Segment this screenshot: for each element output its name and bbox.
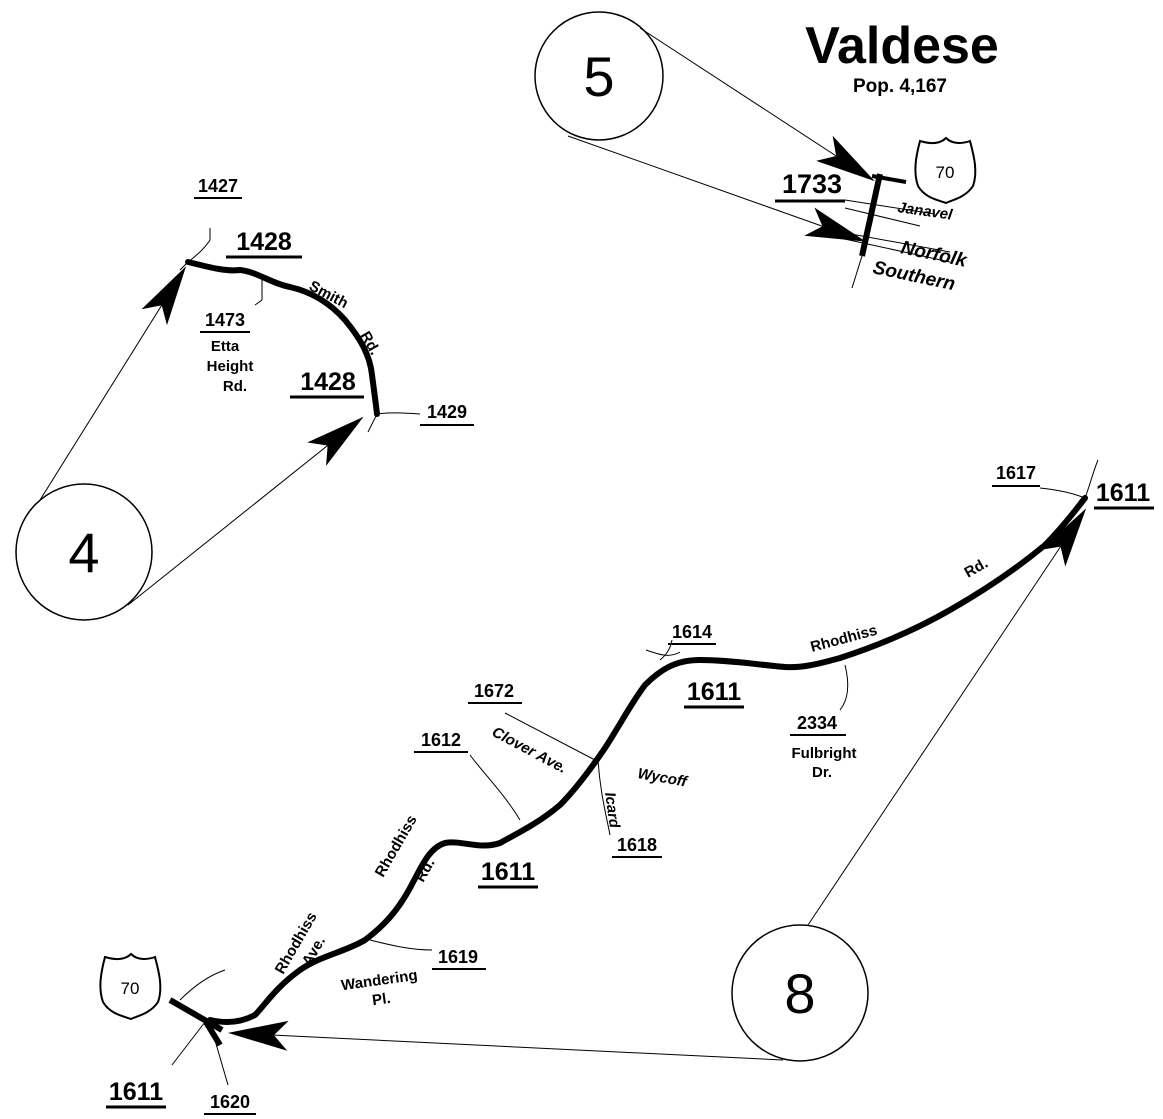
janavel-road [844,199,936,215]
etta-label-line1: Etta [211,338,240,355]
janavel-road-2 [844,207,921,227]
road-1473-connector [254,278,263,306]
map-8-group: 8 1617 1611 Rd. Rhodhiss 1614 1611 2334 … [99,459,1154,1115]
arrow-5-lower [567,135,866,242]
circle-4 [15,483,153,621]
railroad-line-1 [839,231,951,253]
smith-rd-end-south [367,413,378,433]
smith-rd-end-west [179,261,189,271]
road-1427-connector [187,228,211,263]
map-4-group: 4 1427 1428 1428 1429 1473 Etta Height R… [15,176,474,621]
route-1672-label: 1672 [474,681,514,701]
icard-label: Icard [601,791,623,830]
route-1733-label: 1733 [782,169,842,199]
road-1617-north [1084,459,1099,499]
road-local-sw [179,969,226,1001]
route-1620-label: 1620 [210,1092,250,1112]
road-2334-connector [839,664,849,711]
road-1733-tail [851,255,863,289]
route-1619-label: 1619 [438,947,478,967]
route-1612-label: 1612 [421,730,461,750]
road-1733-segment [859,173,883,257]
rhodhiss-ne-rd-label: Rd. [962,555,991,582]
route-1611-center-label: 1611 [481,858,535,886]
road-1614-connector [659,639,673,661]
smith-rd-road [185,259,380,417]
route-1428-top-label: 1428 [236,228,292,256]
fulbright-label-line1: Fulbright [792,745,857,762]
arrow-5-upper [639,27,875,182]
route-1428-mid-label: 1428 [300,368,356,396]
circle-8 [731,924,869,1062]
arrow-4-upper [39,266,187,501]
route-1617-label: 1617 [996,463,1036,483]
town-population: Pop. 4,167 [853,76,947,97]
us-70-shield-bottom-label: 70 [121,979,140,998]
road-1619-wandering [369,939,433,951]
etta-label-line3: Rd. [223,378,247,395]
etta-label-line2: Height [207,358,254,375]
wycoff-label: Wycoff [636,765,690,791]
route-1429-label: 1429 [427,402,467,422]
road-1611-sw-leader [171,1021,206,1066]
route-1618-label: 1618 [617,835,657,855]
road-1617-connector [1039,487,1086,499]
route-2334-label: 2334 [797,713,837,733]
route-1611-mid-label: 1611 [687,678,741,706]
route-1611-sw-label: 1611 [109,1078,163,1106]
wandering-label-line1: Wandering [340,967,419,995]
railroad-line-2 [839,237,951,263]
circle-4-label: 4 [68,521,99,584]
town-name: Valdese [805,17,999,75]
route-1473-label: 1473 [205,310,245,330]
circle-5 [534,11,664,141]
us-70-shield-top-label: 70 [936,163,955,182]
road-1429-connector [376,412,421,415]
route-1611-ne-label: 1611 [1096,479,1150,507]
fulbright-label-line2: Dr. [812,764,832,781]
rhodhiss-rd-road [207,495,1088,1026]
wandering-label-line2: Pl. [371,990,392,1009]
circle-5-label: 5 [583,45,614,108]
rhodhiss-mid-label: Rhodhiss [372,812,421,880]
road-1620-leader [211,1029,229,1086]
us-70-shield-bottom: 70 [99,952,162,1021]
route-1614-label: 1614 [672,622,712,642]
arrow-8-upper [807,508,1087,926]
clover-ave-label: Clover Ave. [489,724,569,777]
road-70-junction [871,174,907,184]
arrow-4-lower [127,416,364,606]
road-1618-icard [597,759,611,836]
circle-8-label: 8 [784,962,815,1025]
us-70-shield-top: 70 [914,136,977,205]
road-1614-arc [645,649,681,656]
road-us70-junction [168,997,224,1033]
road-1672-clover [504,712,596,761]
route-1427-label: 1427 [198,176,238,196]
road-1612-connector [469,754,521,821]
smith-rd-label: Rd. [357,329,384,358]
arrow-8-lower [228,1020,784,1061]
